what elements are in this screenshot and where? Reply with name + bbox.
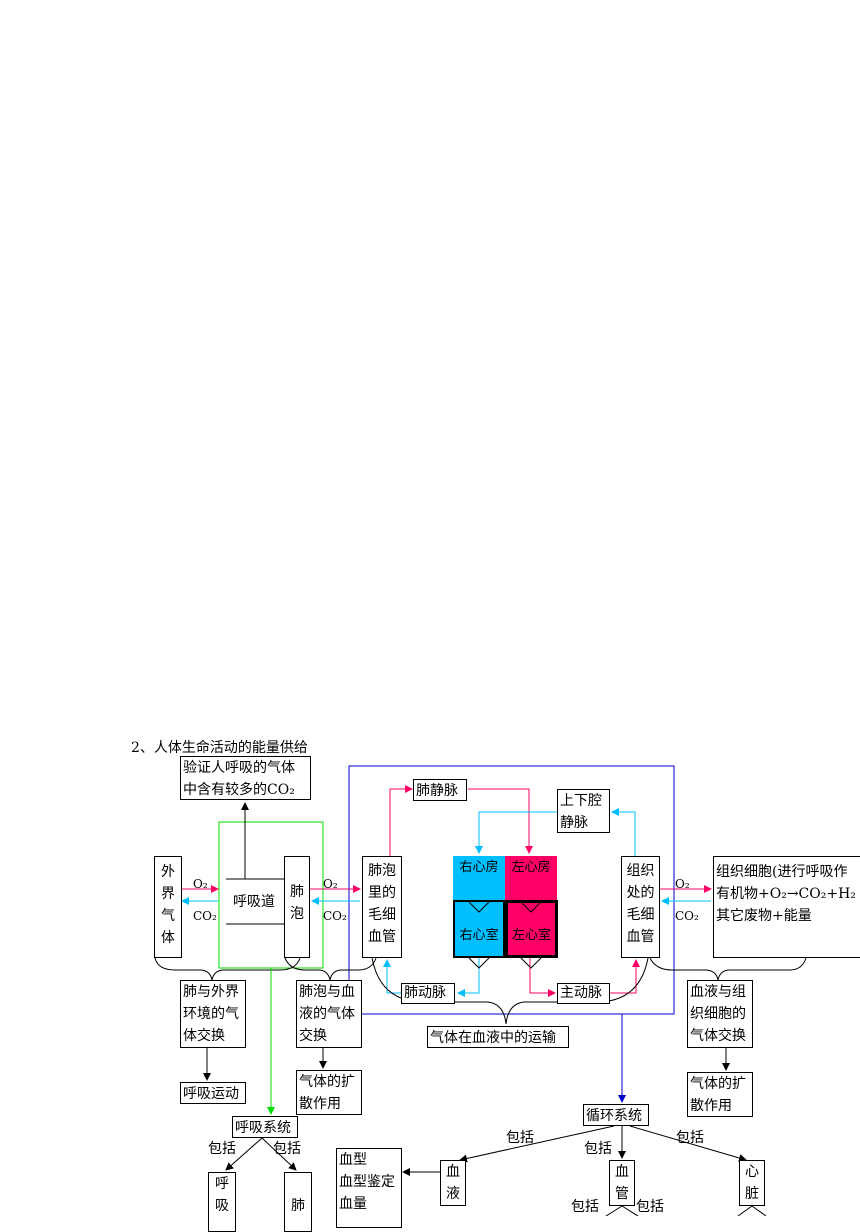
aorta-box: 主动脉 [557, 983, 610, 1004]
diffusion-box: 气体的扩散作用 [687, 1072, 753, 1117]
respiratory-tract-box: 呼 吸 [208, 1172, 236, 1232]
blood-type-line: 血型 [339, 1152, 367, 1168]
alveoli-blood-exchange-box: 肺泡与血液的气体交换 [296, 980, 362, 1048]
left-atrium: 左心房 [505, 856, 557, 900]
blood-type-box: 血型 血型鉴定 血量 [336, 1148, 402, 1228]
respiratory-system-box: 呼吸系统 [232, 1116, 298, 1138]
airway-label: 呼吸道 [233, 894, 275, 910]
vena-cava-box: 上下腔静脉 [557, 789, 610, 833]
outside-air-char: 气 [161, 908, 175, 924]
outside-air-char: 体 [161, 930, 175, 946]
tissue-capillary-text: 组织 [626, 863, 655, 879]
includes-label: 包括 [273, 1141, 301, 1157]
o2-label: O₂ [675, 877, 690, 891]
lung-capillary-text: 毛细 [368, 907, 396, 923]
vessel-char: 管 [615, 1186, 629, 1202]
lung-capillary-text: 里的 [368, 885, 396, 901]
blood-tissue-exchange-box: 血液与组织细胞的气体交换 [687, 980, 753, 1048]
heart-char: 心 [745, 1164, 759, 1180]
outside-air-box: 外 界 气 体 [154, 856, 182, 958]
includes-label: 包括 [636, 1199, 664, 1215]
right-ventricle: 右心室 [453, 900, 505, 958]
blood-box: 血 液 [440, 1160, 466, 1206]
includes-label: 包括 [571, 1199, 599, 1215]
verify-co2-box: 验证人呼吸的气体中含有较多的CO₂ [180, 756, 311, 800]
heart-char: 脏 [745, 1186, 759, 1202]
lung-capillary-text: 血管 [368, 929, 396, 945]
co2-label: CO₂ [323, 909, 347, 923]
co2-label: CO₂ [675, 909, 699, 923]
pulmonary-vein-box: 肺静脉 [413, 779, 467, 801]
lung-box: 肺 [284, 1172, 312, 1232]
includes-label: 包括 [506, 1130, 534, 1146]
tissue-capillary-text: 处的 [626, 885, 655, 901]
includes-label: 包括 [676, 1130, 704, 1146]
page-heading: 2、人体生命活动的能量供给 [131, 740, 308, 756]
lung-environment-exchange-box: 肺与外界环境的气体交换 [180, 980, 246, 1048]
tissue-capillary-text: 血管 [626, 929, 655, 945]
blood-char: 血 [446, 1164, 460, 1180]
breathing-movement-box: 呼吸运动 [180, 1082, 246, 1104]
heart-box: 心 脏 [739, 1160, 765, 1206]
alveoli-box: 肺 泡 [284, 856, 310, 958]
circulatory-system-box: 循环系统 [583, 1104, 649, 1126]
blood-type-line: 血型鉴定 [339, 1174, 395, 1190]
o2-label: O₂ [323, 877, 338, 891]
blood-type-line: 血量 [339, 1196, 367, 1212]
alveoli-char: 泡 [290, 906, 304, 922]
tissue-capillary-box: 组织 处的 毛细 血管 [621, 856, 660, 958]
o2-label: O₂ [193, 877, 208, 891]
circulation-frame [348, 765, 675, 1015]
heart-valves [468, 901, 542, 969]
left-ventricle: 左心室 [505, 900, 558, 958]
blood-char: 液 [446, 1186, 460, 1202]
diffusion-box: 气体的扩散作用 [296, 1070, 362, 1115]
tissue-capillary-text: 毛细 [626, 907, 655, 923]
includes-label: 包括 [208, 1141, 236, 1157]
vessel-box: 血 管 [609, 1160, 635, 1206]
co2-label: CO₂ [193, 909, 217, 923]
outside-air-char: 界 [161, 886, 175, 902]
outside-air-char: 外 [161, 864, 175, 880]
tissue-cell-box: 组织细胞(进行呼吸作有机物+O₂→CO₂+H₂其它废物+能量 [713, 856, 860, 958]
right-atrium: 右心房 [453, 856, 505, 900]
alveoli-char: 肺 [290, 884, 304, 900]
lung-capillary-text: 肺泡 [368, 863, 396, 879]
vessel-char: 血 [615, 1164, 629, 1180]
lung-char: 肺 [291, 1198, 305, 1214]
lung-capillary-box: 肺泡 里的 毛细 血管 [362, 856, 402, 958]
respiratory-tract-char: 呼 [215, 1176, 229, 1192]
pulmonary-artery-box: 肺动脉 [401, 983, 455, 1004]
includes-label: 包括 [584, 1141, 612, 1157]
blood-transport-box: 气体在血液中的运输 [427, 1026, 569, 1048]
respiratory-tract-char: 吸 [215, 1198, 229, 1214]
